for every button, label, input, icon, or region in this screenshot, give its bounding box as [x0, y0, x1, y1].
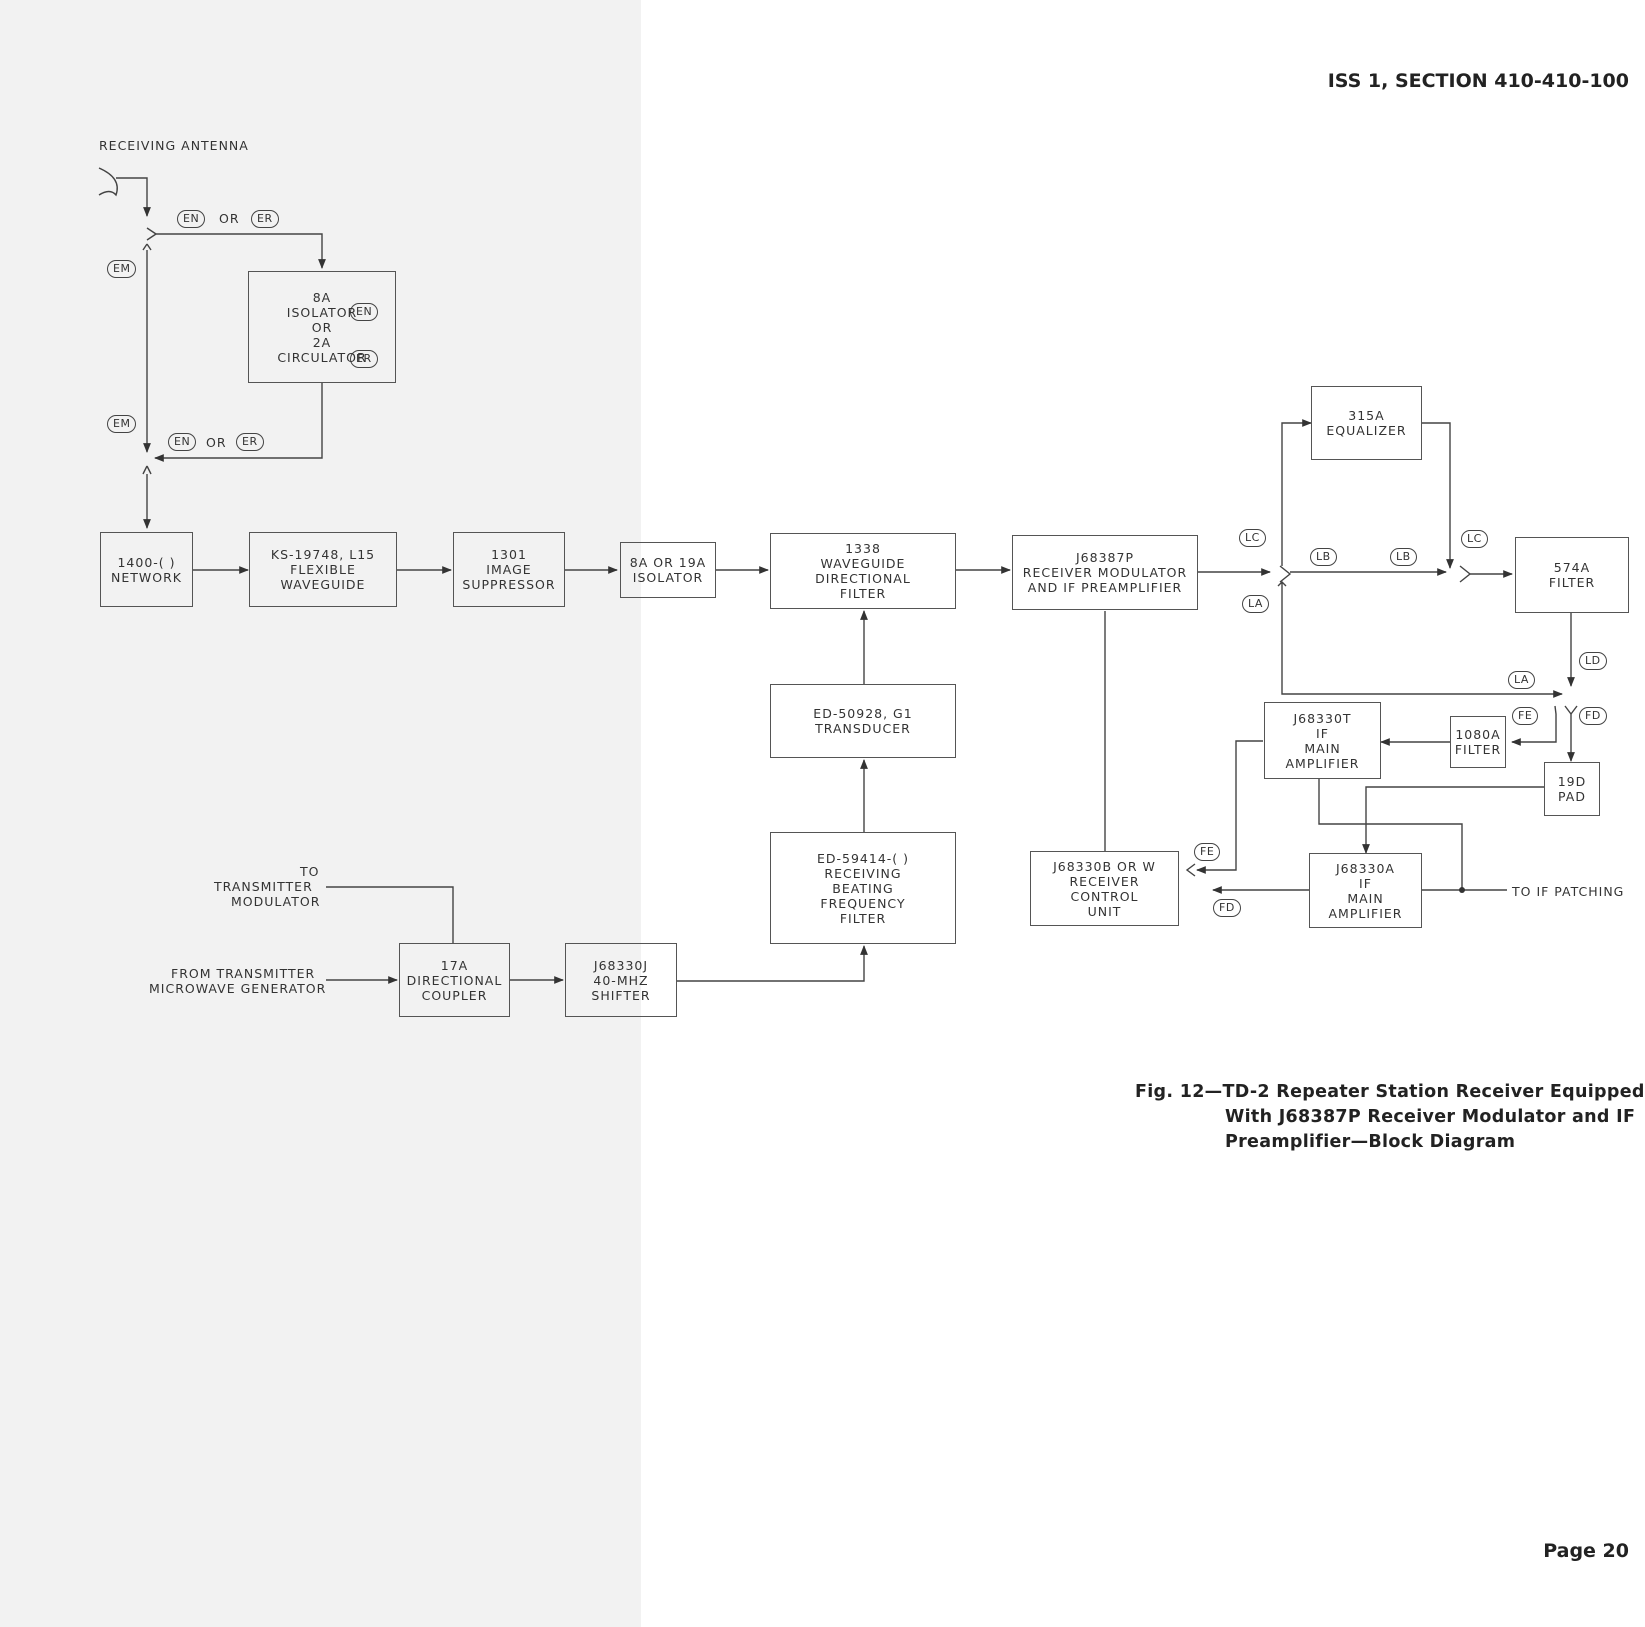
network-1400-box: 1400-( )NETWORK — [100, 532, 193, 607]
to-transmitter-modulator-label-3: MODULATOR — [231, 894, 321, 909]
tag-er: ER — [251, 210, 279, 228]
tag-lc: LC — [1461, 530, 1488, 548]
tag-lb: LB — [1390, 548, 1417, 566]
tag-lc: LC — [1239, 529, 1266, 547]
tag-fe: FE — [1194, 843, 1221, 861]
tag-lb: LB — [1310, 548, 1337, 566]
tag-fe: FE — [1512, 707, 1539, 725]
section-header: ISS 1, SECTION 410-410-100 — [1327, 70, 1629, 92]
to-transmitter-modulator-label-1: TO — [300, 864, 320, 879]
caption-line-2: With J68387P Receiver Modulator and IF — [1225, 1107, 1636, 1127]
to-transmitter-modulator-label-2: TRANSMITTER — [214, 879, 313, 894]
tag-fd: FD — [1579, 707, 1607, 725]
tag-la: LA — [1242, 595, 1269, 613]
tag-la: LA — [1508, 671, 1535, 689]
receiving-antenna-label: RECEIVING ANTENNA — [99, 138, 249, 153]
caption-line-3: Preamplifier—Block Diagram — [1225, 1132, 1516, 1152]
tag-em: EM — [107, 415, 137, 433]
tag-en: EN — [350, 303, 379, 321]
tag-fd: FD — [1213, 899, 1241, 917]
to-if-patching-label: TO IF PATCHING — [1512, 884, 1625, 899]
tag-en: EN — [177, 210, 206, 228]
from-transmitter-label-2: MICROWAVE GENERATOR — [149, 981, 327, 996]
tag-em: EM — [107, 260, 137, 278]
tag-en: EN — [168, 433, 197, 451]
caption-line-1: Fig. 12—TD-2 Repeater Station Receiver E… — [1135, 1082, 1645, 1102]
tag-er: ER — [236, 433, 264, 451]
or-label: OR — [206, 435, 227, 450]
tag-er: ER — [350, 350, 378, 368]
tag-ld: LD — [1579, 652, 1607, 670]
or-label: OR — [219, 211, 240, 226]
from-transmitter-label-1: FROM TRANSMITTER — [171, 966, 316, 981]
antenna-symbol — [98, 167, 118, 197]
page-number: Page 20 — [1543, 1540, 1629, 1562]
